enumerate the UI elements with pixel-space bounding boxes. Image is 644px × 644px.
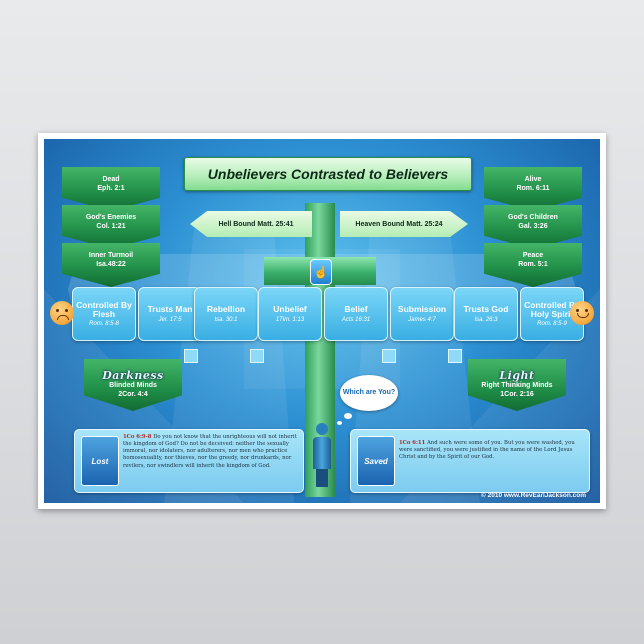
box-ref: Rom. 8:5-8 [89,321,119,328]
thought-bubble [344,413,352,419]
connector-square [250,349,264,363]
chevron-ref: Isa.48:22 [96,261,126,268]
box-label: Trusts God [463,304,509,315]
question-cloud: Which are You? [340,375,398,411]
darkness-label: Blinded Minds [109,381,157,389]
thought-bubble [337,421,342,425]
darkness-word: Darkness [102,368,164,382]
box-ref: Acts 16:31 [341,316,371,323]
lost-tag: Lost [81,436,119,486]
box-ref: Isa. 30:1 [214,316,238,323]
heaven-bound-label: Heaven Bound Matt. 25:24 [355,220,443,228]
happy-face-icon [570,301,594,325]
chevron-ref: Rom. 5:1 [518,261,548,268]
cloud-text: Which are You? [342,388,396,396]
box-submission: Submission James 4:7 [390,287,454,341]
box-controlled-by-flesh: Controlled By Flesh Rom. 8:5-8 [72,287,136,341]
lost-verse-ref: 1Co 6:9-8 [123,434,152,440]
light-label: Right Thinking Minds [481,381,553,389]
hell-bound-arrow: Hell Bound Matt. 25:41 [190,211,312,237]
connector-square [184,349,198,363]
box-label: Belief [344,304,368,315]
chevron-ref: Col. 1:21 [96,223,126,230]
box-trusts-man: Trusts Man Jer. 17:5 [138,287,202,341]
title-text: Unbelievers Contrasted to Believers [207,166,449,182]
lost-verse-text: Do you not know that the unrighteous wil… [123,434,297,469]
lost-verse: 1Co 6:9-8 Do you not know that the unrig… [123,434,297,470]
chevron-ref: Gal. 3:26 [518,223,548,230]
box-belief: Belief Acts 16:31 [324,287,388,341]
box-ref: James 4:7 [408,316,436,323]
box-ref: 1Tim. 1:13 [275,316,305,323]
saved-verse-ref: 1Co 6:11 [399,440,426,446]
darkness-ref: 2Cor. 4:4 [118,390,148,398]
chevron-label: Alive [524,176,542,184]
saved-panel: Saved 1Co 6:11 And such were some of you… [350,429,590,493]
box-trusts-god: Trusts God Isa. 26:3 [454,287,518,341]
chevron-label: Peace [522,252,544,260]
light-ref: 1Cor. 2:16 [500,390,534,398]
hell-bound-label: Hell Bound Matt. 25:41 [218,220,294,228]
saved-verse: 1Co 6:11 And such were some of you. But … [399,440,583,461]
chevron-label: Dead [102,176,120,184]
sad-face-icon [50,301,74,325]
box-label: Rebellion [206,304,246,315]
lost-panel: Lost 1Co 6:9-8 Do you not know that the … [74,429,304,493]
pointing-hand-icon: ☝ [310,259,332,285]
chevron-ref: Rom. 6:11 [516,185,550,192]
box-ref: Rom. 8:5-9 [537,321,567,328]
box-unbelief: Unbelief 1Tim. 1:13 [258,287,322,341]
light-word: Light [499,368,535,382]
connector-square [448,349,462,363]
chevron-label: Inner Turmoil [88,252,134,260]
box-ref: Jer. 17:5 [158,316,182,323]
box-rebellion: Rebellion Isa. 30:1 [194,287,258,341]
person-icon [312,423,332,493]
chevron-label: God's Children [508,214,558,222]
box-ref: Isa. 26:3 [474,316,498,323]
chevron-ref: Eph. 2:1 [97,185,125,192]
poster: Unbelievers Contrasted to Believers Dead… [38,133,606,509]
box-label: Trusts Man [147,304,193,315]
saved-tag: Saved [357,436,395,486]
heaven-bound-arrow: Heaven Bound Matt. 25:24 [340,211,468,237]
box-label: Controlled By Holy Spirit [524,299,580,319]
chevron-label: God's Enemies [85,214,137,222]
connector-square [382,349,396,363]
box-label: Submission [397,304,447,315]
poster-artwork: Unbelievers Contrasted to Believers Dead… [44,139,600,503]
copyright: © 2010 www.RevEarlJackson.com [481,492,586,499]
saved-verse-text: And such were some of you. But you were … [399,440,575,461]
box-label: Unbelief [273,304,307,315]
poster-title: Unbelievers Contrasted to Believers [184,157,472,191]
box-label: Controlled By Flesh [76,299,132,319]
